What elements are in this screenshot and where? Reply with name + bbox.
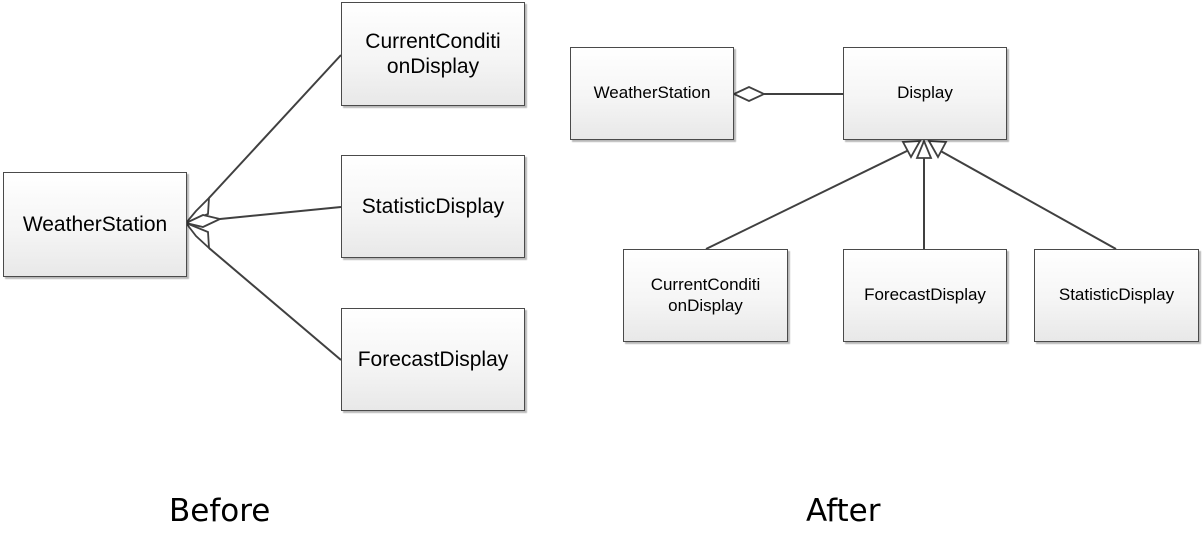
class-name: WeatherStation [22, 212, 168, 236]
before-aggregation-forecast [183, 220, 342, 361]
before-aggregation-current [185, 54, 342, 224]
class-name: StatisticDisplay [361, 194, 505, 218]
before-aggregation-statistic [183, 206, 342, 228]
before-caption: Before [169, 493, 271, 529]
before-statisticdisplay-class[interactable]: StatisticDisplay [341, 155, 525, 258]
after-aggregation-display [731, 86, 843, 102]
after-weatherstation-class[interactable]: WeatherStation [570, 47, 734, 140]
after-forecastdisplay-class[interactable]: ForecastDisplay [843, 249, 1007, 342]
after-generalization-statistic [927, 140, 1117, 250]
class-name: CurrentConditi onDisplay [365, 29, 501, 78]
class-name: ForecastDisplay [864, 285, 986, 305]
after-caption: After [806, 493, 881, 529]
after-display-interface[interactable]: Display [843, 47, 1007, 140]
class-name: WeatherStation [593, 83, 711, 103]
before-currentconditiondisplay-class[interactable]: CurrentConditi onDisplay [341, 2, 525, 106]
after-currentconditiondisplay-class[interactable]: CurrentConditi onDisplay [623, 249, 788, 342]
before-forecastdisplay-class[interactable]: ForecastDisplay [341, 308, 525, 411]
after-generalization-current [705, 140, 922, 250]
before-weatherstation-class[interactable]: WeatherStation [3, 172, 187, 277]
class-name: StatisticDisplay [1058, 285, 1175, 305]
class-name: Display [897, 83, 953, 103]
after-generalization-forecast [915, 138, 933, 249]
after-statisticdisplay-class[interactable]: StatisticDisplay [1034, 249, 1199, 342]
class-name: CurrentConditi onDisplay [650, 275, 761, 315]
class-name: ForecastDisplay [357, 347, 509, 371]
